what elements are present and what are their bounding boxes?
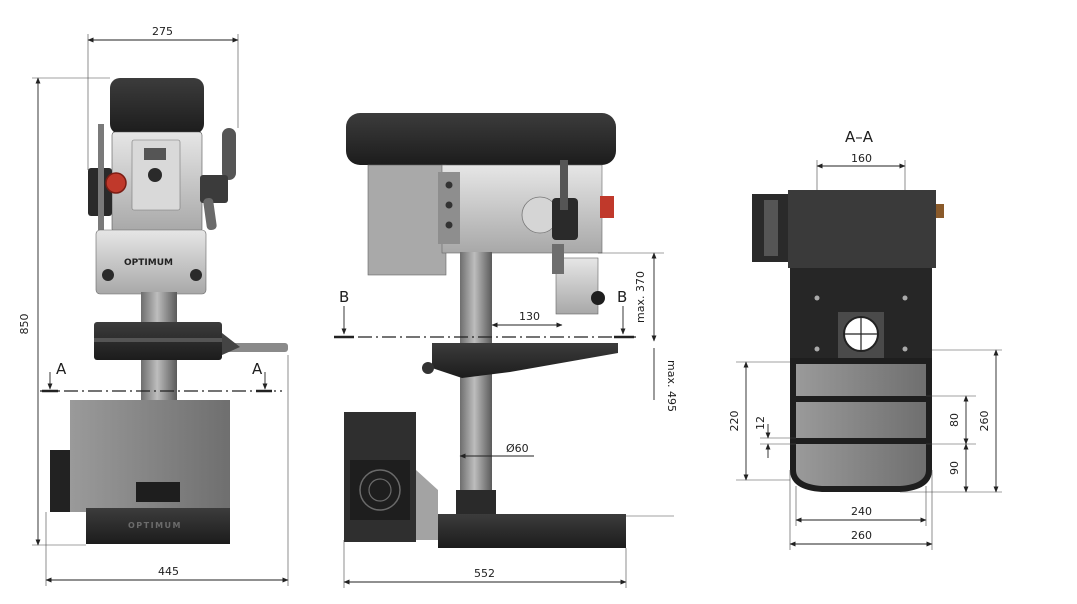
side-depth-label: 552 (474, 567, 495, 580)
side-spindle-label: max. 370 (634, 271, 647, 323)
front-base-plate (86, 508, 230, 544)
front-display (144, 148, 166, 160)
side-motor-cover (346, 113, 616, 165)
section-b-right-mark: B (617, 288, 627, 306)
section-left-label: 220 (728, 411, 741, 432)
front-brand-label: OPTIMUM (124, 258, 173, 268)
section-right-lower-label: 90 (948, 461, 961, 475)
front-view: OPTIMUM OPTIMUM 275 850 445 (18, 25, 289, 586)
side-table-arm (432, 343, 618, 378)
front-motor-cap (110, 78, 204, 134)
side-reach-label: 130 (519, 310, 540, 323)
section-bottom-inner-label: 240 (851, 505, 872, 518)
front-feed-handle (222, 128, 236, 180)
side-fan-icon (359, 469, 401, 511)
section-right-upper-label: 80 (948, 413, 961, 427)
front-speed-knob (148, 168, 162, 182)
side-feed-hub (552, 198, 578, 240)
side-emergency-stop-icon (600, 196, 614, 218)
section-slot-label: 12 (754, 416, 767, 430)
emergency-stop-icon (105, 172, 127, 194)
front-table-clamp-handle (222, 343, 288, 352)
front-feed-lever (203, 197, 217, 231)
front-height-label: 850 (18, 314, 31, 335)
front-top-width-label: 275 (152, 25, 173, 38)
side-base-plate (438, 514, 626, 548)
section-title: A–A (845, 128, 874, 146)
section-b-left-mark: B (339, 288, 349, 306)
section-a-left-mark: A (56, 360, 67, 378)
side-column-label: Ø60 (506, 442, 529, 455)
front-feed-hub (200, 175, 228, 203)
section-top-label: 160 (851, 152, 872, 165)
section-head-block (788, 190, 936, 268)
section-a-a-view: A–A 160 220 12 (728, 128, 1002, 550)
front-base-brand: OPTIMUM (128, 521, 182, 530)
side-partial-label: max. 495 (665, 360, 678, 412)
front-base-width-label: 445 (158, 565, 179, 578)
front-fan-box (50, 450, 70, 512)
front-depth-rod (98, 124, 104, 274)
section-right-total-label: 260 (978, 411, 991, 432)
side-head-gray (367, 164, 447, 276)
section-bottom-outer-label: 260 (851, 529, 872, 542)
section-a-right-mark: A (252, 360, 263, 378)
side-view: 130 max. 370 max. 495 Ø60 552 B B (334, 113, 678, 588)
